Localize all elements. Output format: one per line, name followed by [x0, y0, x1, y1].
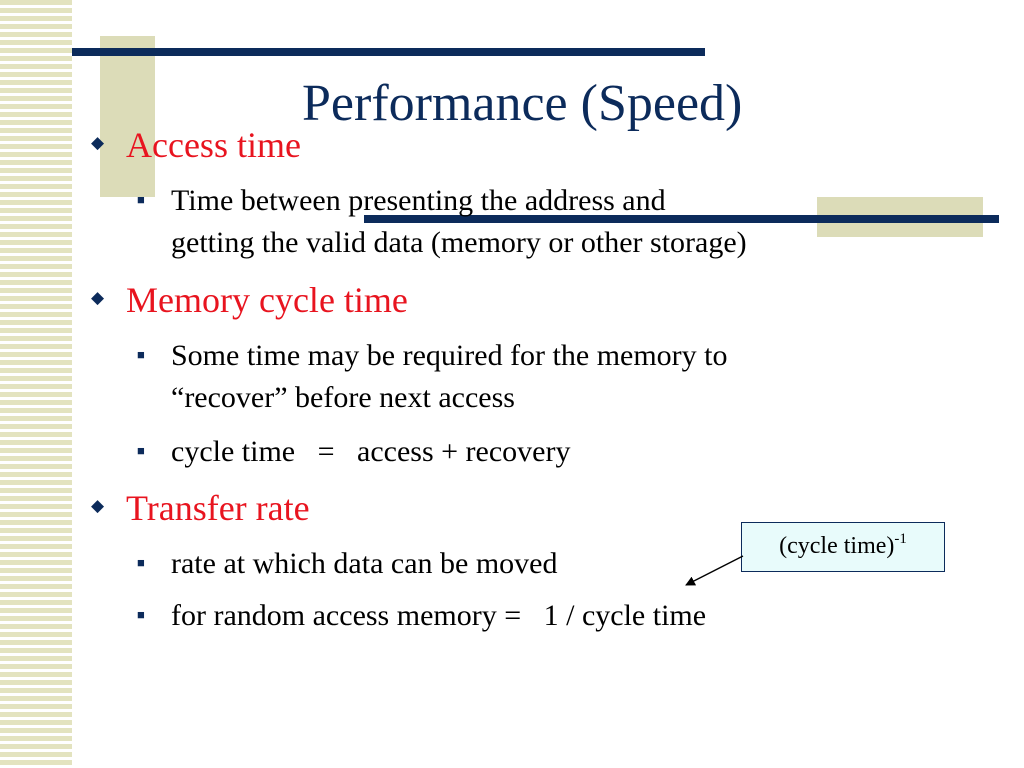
striped-side-band: [0, 0, 72, 768]
sub-bullet-cycle-formula: ■ cycle time = access + recovery: [137, 431, 570, 473]
diamond-icon: ◆: [91, 133, 105, 152]
sub-bullet-access-definition: ■ Time between presenting the address an…: [137, 180, 747, 264]
slide-title: Performance (Speed): [302, 75, 743, 132]
title-accent-line-bottom: [364, 215, 999, 223]
bullet-heading: Transfer rate: [126, 488, 310, 528]
diamond-icon: ◆: [91, 496, 105, 515]
title-accent-line-top: [72, 48, 705, 56]
bullet-heading: Memory cycle time: [126, 280, 408, 320]
sub-bullet-text: Some time may be required for the memory…: [171, 339, 728, 414]
diamond-icon: ◆: [91, 288, 105, 307]
square-icon: ■: [137, 192, 145, 207]
sub-bullet-text: rate at which data can be moved: [171, 547, 558, 580]
square-icon: ■: [137, 555, 145, 570]
bullet-transfer-rate: ◆ Transfer rate: [91, 487, 310, 529]
bullet-memory-cycle-time: ◆ Memory cycle time: [91, 279, 408, 321]
sub-bullet-text: cycle time = access + recovery: [171, 435, 571, 468]
title-accent-bar-vertical: [100, 36, 155, 197]
sub-bullet-random-access: ■ for random access memory = 1 / cycle t…: [137, 595, 706, 637]
bullet-access-time: ◆ Access time: [91, 124, 301, 166]
square-icon: ■: [137, 443, 145, 458]
sub-bullet-recovery: ■ Some time may be required for the memo…: [137, 335, 728, 419]
callout-exponent: -1: [894, 531, 907, 547]
sub-bullet-text: for random access memory = 1 / cycle tim…: [171, 599, 707, 632]
callout-base: (cycle time): [779, 533, 895, 559]
sub-bullet-rate-definition: ■ rate at which data can be moved: [137, 543, 557, 585]
sub-bullet-text: Time between presenting the address and …: [171, 184, 747, 259]
square-icon: ■: [137, 607, 145, 622]
callout-cycle-time-inverse: (cycle time)-1: [741, 522, 945, 572]
square-icon: ■: [137, 347, 145, 362]
bullet-heading: Access time: [126, 125, 301, 165]
